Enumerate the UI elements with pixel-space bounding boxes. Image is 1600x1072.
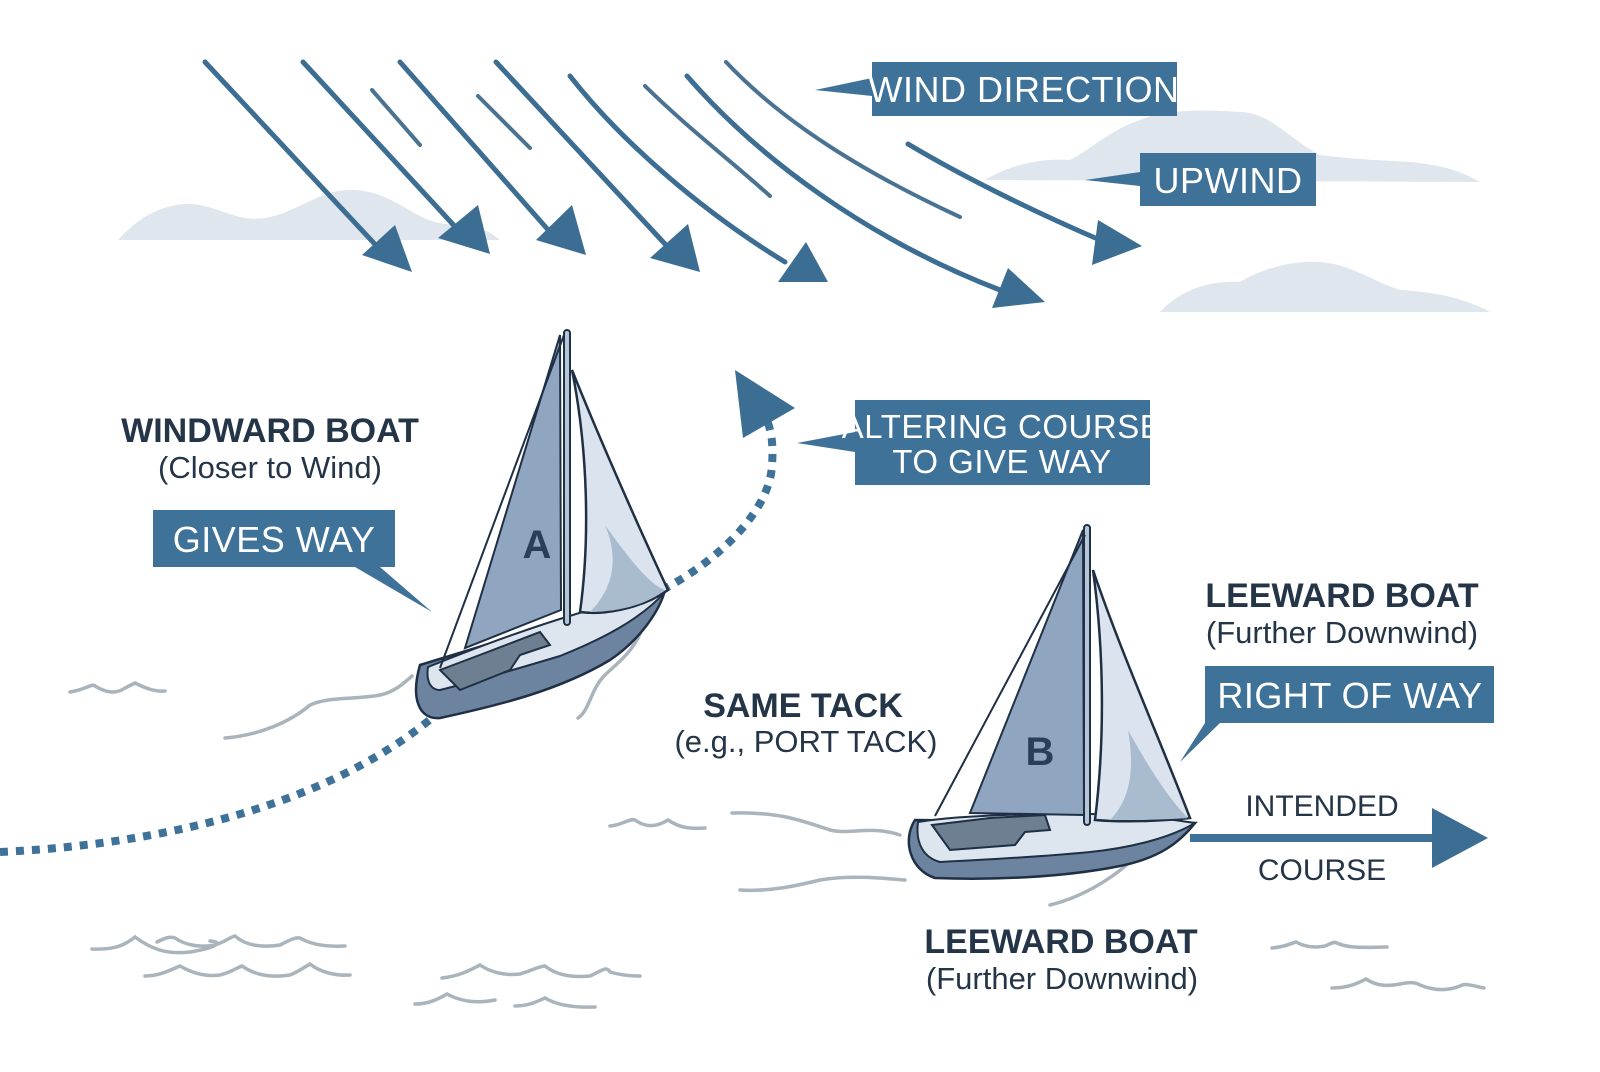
alter-course-arrow-head — [735, 370, 795, 438]
upwind-callout: UPWIND — [1085, 153, 1316, 206]
wind-arrow-2-head — [438, 205, 490, 254]
wave — [68, 681, 167, 694]
boat-b-wake — [738, 875, 907, 893]
wind-arrow-4 — [493, 59, 668, 247]
windward-dotted-path — [0, 714, 435, 856]
wave — [143, 961, 352, 978]
wind-streak-3 — [643, 84, 772, 198]
clouds — [118, 110, 1490, 312]
boat-b-mast — [1083, 524, 1091, 826]
wave — [1270, 940, 1389, 950]
boat-b-sail-letter: B — [1026, 730, 1055, 774]
boat-b-forestay — [934, 534, 1086, 817]
wind-streak-2 — [476, 94, 532, 150]
boat-b-wake — [1048, 860, 1132, 907]
intended-course-line1: INTENDED — [1245, 790, 1398, 823]
wind-streak-1 — [370, 88, 422, 147]
same-tack-subheading: (e.g., PORT TACK) — [674, 724, 937, 759]
boat-b-jib — [1091, 569, 1192, 823]
leeward-boat-bottom-subheading: (Further Downwind) — [926, 961, 1198, 996]
wind-direction-callout: WIND DIRECTION — [815, 62, 1179, 116]
right-of-way-callout: RIGHT OF WAY — [1180, 666, 1494, 762]
wind-streak-4 — [724, 60, 962, 219]
wind-arrow-7 — [905, 141, 1103, 243]
leeward-boat-label-top: LEEWARD BOAT (Further Downwind) — [1205, 577, 1478, 650]
wind-arrow-3-head — [536, 205, 586, 255]
boat-a-forestay — [439, 334, 565, 669]
wind-arrow-1-head — [362, 225, 412, 272]
leeward-boat-top-subheading: (Further Downwind) — [1206, 615, 1478, 650]
boat-b-wake — [730, 811, 902, 837]
cloud-lower-right — [1160, 261, 1490, 312]
altering-course-label-line2: TO GIVE WAY — [892, 443, 1111, 480]
boat-a-wake — [223, 674, 414, 740]
cloud-left — [118, 189, 500, 240]
leeward-boat-top-heading: LEEWARD BOAT — [1205, 577, 1478, 615]
windward-boat-label: WINDWARD BOAT (Closer to Wind) — [121, 412, 419, 485]
gives-way-label: GIVES WAY — [173, 519, 376, 560]
wind-arrow-5 — [567, 73, 788, 265]
boat-a-wake — [576, 632, 642, 720]
wind-arrow-2 — [300, 59, 463, 235]
boat-a-cockpit — [438, 630, 552, 692]
wind-arrow-6-head — [992, 268, 1045, 308]
same-tack-label: SAME TACK (e.g., PORT TACK) — [674, 687, 937, 759]
boat-b: B — [907, 524, 1198, 880]
upwind-label: UPWIND — [1154, 160, 1303, 201]
wind-arrow-4-head — [650, 224, 700, 272]
boat-b-jib-shade — [1110, 730, 1188, 820]
windward-boat-heading: WINDWARD BOAT — [121, 412, 419, 450]
leeward-boat-label-bottom: LEEWARD BOAT (Further Downwind) — [924, 923, 1198, 996]
waves — [68, 681, 1486, 1009]
altering-course-callout: ALTERING COURSE TO GIVE WAY — [797, 400, 1162, 485]
intended-course-arrow-head — [1432, 808, 1488, 868]
gives-way-callout: GIVES WAY — [153, 510, 432, 612]
wind-arrows — [202, 59, 1142, 308]
boat-a-main-sail — [463, 334, 563, 650]
wave — [608, 817, 707, 831]
boat-b-cockpit — [930, 813, 1052, 852]
wind-arrow-6 — [684, 73, 1003, 293]
wind-arrow-1 — [202, 59, 388, 258]
boat-a-jib-shade — [590, 525, 665, 612]
wave — [413, 962, 642, 1009]
boat-a: A — [414, 329, 670, 720]
wind-direction-label: WIND DIRECTION — [869, 69, 1180, 110]
intended-course: INTENDED COURSE — [1190, 790, 1488, 887]
wind-arrow-7-head — [1092, 220, 1142, 265]
wave — [1330, 976, 1486, 992]
boat-a-sail-letter: A — [523, 523, 552, 567]
wave — [90, 934, 347, 955]
altering-course-label-line1: ALTERING COURSE — [842, 408, 1162, 445]
alter-course-dotted-path — [660, 407, 777, 594]
boat-a-jib — [570, 369, 670, 615]
wind-arrow-3 — [397, 59, 553, 235]
intended-course-line2: COURSE — [1258, 854, 1386, 887]
same-tack-heading: SAME TACK — [703, 687, 903, 725]
right-of-way-label: RIGHT OF WAY — [1217, 675, 1482, 716]
boat-a-mast — [563, 329, 571, 626]
wind-arrow-5-head — [778, 242, 828, 282]
leeward-boat-bottom-heading: LEEWARD BOAT — [924, 923, 1197, 961]
cloud-upper-right — [985, 110, 1480, 182]
windward-boat-subheading: (Closer to Wind) — [158, 450, 382, 485]
